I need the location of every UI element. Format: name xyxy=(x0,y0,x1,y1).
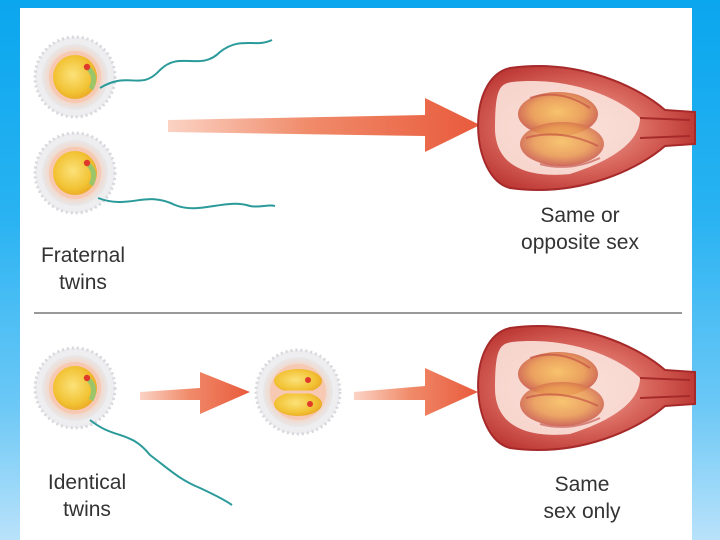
identical-uterus xyxy=(477,325,696,451)
sperm-tail-3 xyxy=(89,419,233,506)
identical-egg xyxy=(35,348,115,428)
fraternal-result-label: Same or opposite sex xyxy=(505,202,655,256)
identical-label-line2: twins xyxy=(63,498,111,521)
fraternal-arrow xyxy=(168,98,480,152)
fraternal-uterus xyxy=(477,65,696,191)
fraternal-label-line2: twins xyxy=(59,271,107,294)
identical-arrow-1 xyxy=(140,372,250,414)
identical-result-line1: Same xyxy=(554,473,610,496)
identical-arrow-2 xyxy=(354,368,478,416)
identical-result-label: Same sex only xyxy=(520,471,644,525)
fraternal-egg-2 xyxy=(35,133,115,213)
dividing-egg xyxy=(254,348,342,436)
fraternal-twins-label: Fraternal twins xyxy=(30,242,136,296)
sperm-tail-1 xyxy=(99,39,273,89)
identical-result-line2: sex only xyxy=(543,500,621,523)
identical-twins-label: Identical twins xyxy=(34,469,140,523)
sperm-tail-2 xyxy=(97,197,276,210)
fraternal-result-line2: opposite sex xyxy=(521,231,639,254)
fraternal-label-line1: Fraternal xyxy=(40,244,126,267)
identical-label-line1: Identical xyxy=(47,471,127,494)
fraternal-result-line1: Same or xyxy=(540,204,620,227)
fraternal-egg-1 xyxy=(35,37,115,117)
